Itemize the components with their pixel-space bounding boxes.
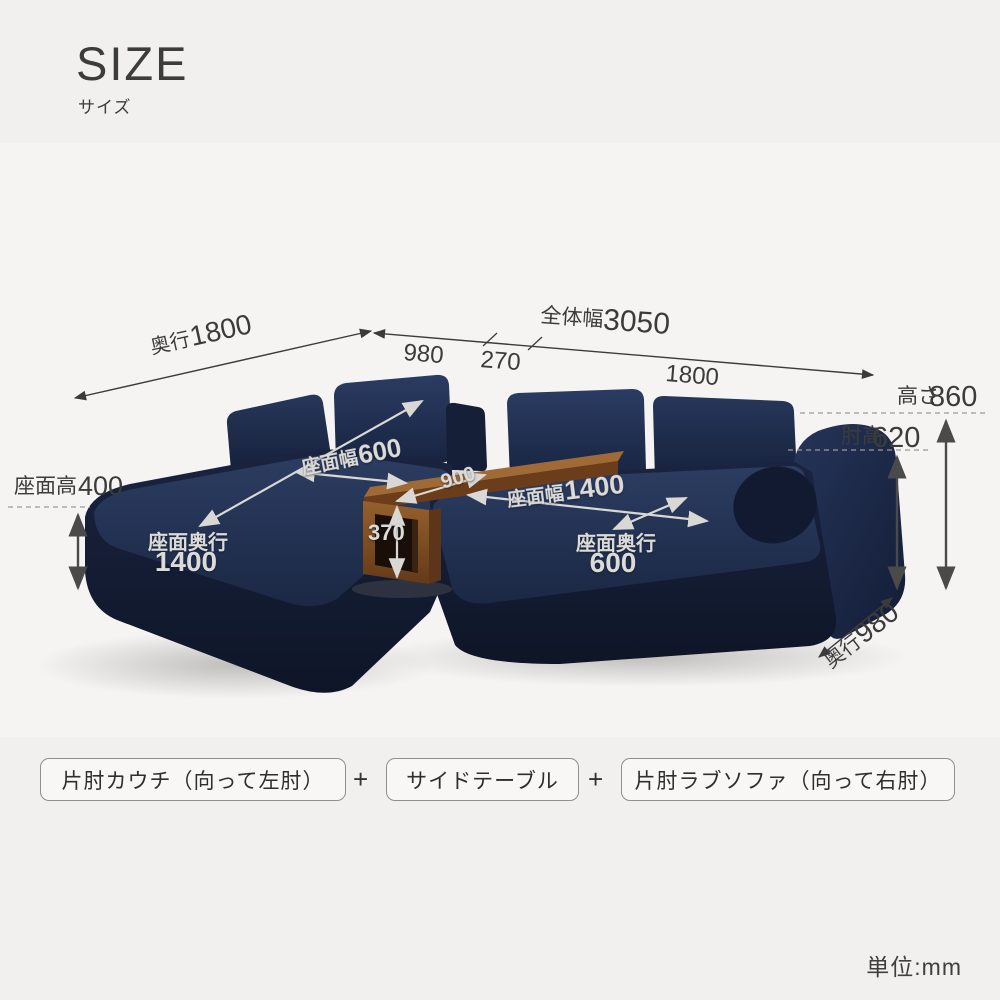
- overall-segment-3: 1800: [665, 360, 720, 391]
- svg-text:1800: 1800: [665, 360, 720, 391]
- couch-seat-depth-arrow: [198, 399, 424, 528]
- svg-text:3050: 3050: [602, 303, 671, 341]
- legend-box-side-table: サイドテーブル: [386, 758, 579, 801]
- table-frame-side: [429, 508, 441, 584]
- arm-height-label: 肘高 620: [841, 422, 920, 454]
- svg-text:全体幅: 全体幅: [540, 304, 604, 331]
- sofa-seat-depth-label: 座面奥行 600: [576, 531, 656, 578]
- legend-box-couch: 片肘カウチ（向って左肘）: [40, 758, 346, 801]
- outer-dimension-lines: [8, 328, 986, 658]
- svg-text:1400: 1400: [563, 469, 626, 506]
- depth-right-arrow: [818, 597, 893, 658]
- svg-text:座面高: 座面高: [14, 475, 77, 498]
- page-header: SIZE サイズ: [76, 40, 188, 118]
- overall-width-arrow: [372, 329, 875, 379]
- overall-segment-1: 980: [403, 339, 445, 369]
- component-legend: 片肘カウチ（向って左肘） + サイドテーブル + 片肘ラブソファ（向って右肘）: [0, 758, 1000, 804]
- sofa-size-illustration: 座面幅 600 座面奥行 1400 900 370 座面幅 1400 座面奥行 …: [8, 303, 986, 699]
- svg-text:座面奥行: 座面奥行: [148, 530, 228, 554]
- seat-height-label: 座面高 400: [14, 471, 123, 501]
- unit-note: 単位:mm: [866, 954, 962, 980]
- overall-width-tick-2: [527, 336, 543, 351]
- overall-segment-2: 270: [480, 346, 522, 376]
- overall-width-tick-1: [482, 332, 498, 347]
- legend-box-loveseat: 片肘ラブソファ（向って右肘）: [621, 758, 955, 801]
- page-subtitle: サイズ: [78, 98, 132, 117]
- svg-text:400: 400: [78, 471, 123, 501]
- couch-seat-depth-label: 座面奥行 1400: [148, 530, 228, 577]
- side-table-shadow: [352, 580, 452, 598]
- legend-plus-2: +: [588, 764, 604, 794]
- svg-text:高さ: 高さ: [897, 385, 939, 408]
- sofa-seat-depth-arrow: [612, 496, 688, 531]
- svg-text:270: 270: [480, 346, 522, 376]
- svg-text:620: 620: [872, 422, 920, 454]
- height-label: 高さ 860: [897, 381, 977, 413]
- overall-width-label: 全体幅 3050: [540, 303, 671, 341]
- on-sofa-dimension-arrows: [198, 399, 710, 580]
- table-open-height-label: 370: [368, 520, 405, 545]
- svg-text:座面奥行: 座面奥行: [576, 531, 656, 555]
- svg-text:860: 860: [929, 381, 977, 413]
- svg-text:980: 980: [403, 339, 445, 369]
- svg-text:肘高: 肘高: [841, 425, 883, 448]
- legend-plus-1: +: [353, 764, 369, 794]
- table-width-arrow: [394, 472, 488, 504]
- depth-left-arrow: [73, 328, 373, 401]
- chaise-backrest-corner: [446, 402, 487, 472]
- svg-text:600: 600: [590, 547, 637, 578]
- table-opening-inner-wall: [412, 519, 418, 573]
- svg-text:1400: 1400: [155, 546, 217, 577]
- loveseat-corner-pillow: [733, 466, 817, 544]
- page-title: SIZE: [76, 37, 189, 90]
